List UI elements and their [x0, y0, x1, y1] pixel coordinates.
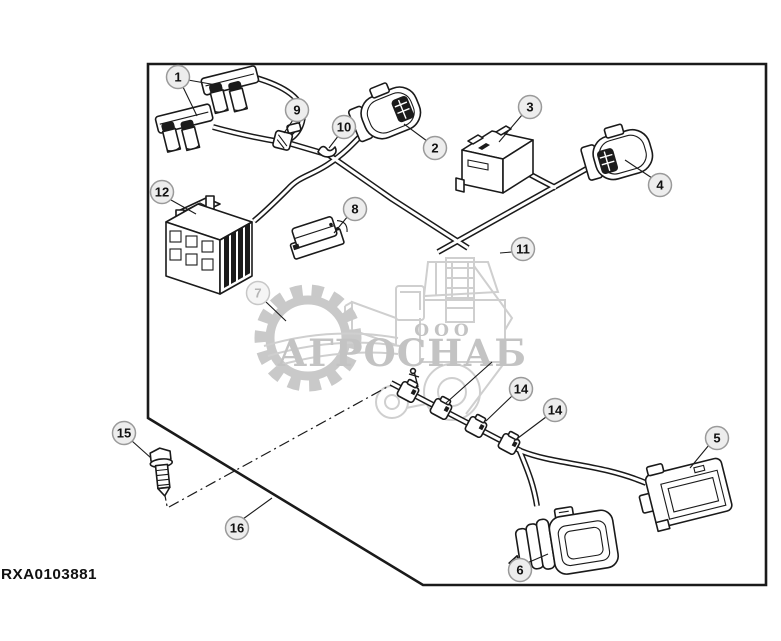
- part-15-screw: [149, 447, 174, 497]
- callout-3-label: 3: [526, 100, 533, 115]
- callout-11-label: 11: [516, 242, 530, 257]
- callout-2-label: 2: [431, 141, 438, 156]
- callout-15[interactable]: 15: [111, 420, 137, 446]
- watermark-company-name: АГРОСНАБ: [277, 331, 527, 375]
- callout-14a[interactable]: 14: [508, 376, 534, 402]
- callout-6-label: 6: [516, 563, 523, 578]
- callout-7-label: 7: [254, 286, 261, 301]
- part-6-connector: [508, 506, 619, 575]
- callout-6[interactable]: 6: [507, 557, 533, 583]
- part-14-clamp-3: [464, 413, 488, 439]
- callout-16[interactable]: 16: [224, 515, 250, 541]
- part-5-connector: [638, 457, 733, 533]
- watermark: ООО АГРОСНАБ: [254, 257, 527, 421]
- callout-8-label: 8: [351, 202, 358, 217]
- callout-14b-label: 14: [548, 403, 563, 418]
- part-4-connector: [580, 123, 654, 181]
- callout-14b[interactable]: 14: [542, 397, 568, 423]
- watermark-swoosh: [263, 332, 401, 367]
- leader-lines: [131, 79, 710, 564]
- callout-2[interactable]: 2: [422, 135, 448, 161]
- callout-14a-label: 14: [514, 382, 529, 397]
- watermark-ooo: ООО: [414, 321, 473, 341]
- callout-5-label: 5: [713, 431, 720, 446]
- callout-3[interactable]: 3: [517, 94, 543, 120]
- part-1-lamp-socket-lower: [154, 103, 214, 153]
- callout-7[interactable]: 7: [245, 280, 271, 306]
- callout-10[interactable]: 10: [331, 114, 357, 140]
- watermark-gear-icon: [254, 284, 362, 392]
- callout-8[interactable]: 8: [342, 196, 368, 222]
- part-14-clamp-2: [429, 395, 453, 421]
- part-12-connector: [165, 195, 253, 295]
- callout-4[interactable]: 4: [647, 172, 673, 198]
- callout-12-label: 12: [155, 185, 169, 200]
- callout-9[interactable]: 9: [284, 97, 310, 123]
- drawing-number: RXA0103881: [1, 566, 97, 583]
- callout-16-label: 16: [230, 521, 244, 536]
- callout-15-label: 15: [117, 426, 131, 441]
- callout-9-label: 9: [293, 103, 300, 118]
- part-10-clip: [317, 145, 337, 158]
- callout-11[interactable]: 11: [510, 236, 536, 262]
- diagram-border: [146, 62, 768, 587]
- part-3-relay: [455, 125, 534, 194]
- callout-1-label: 1: [174, 70, 181, 85]
- part-1-lamp-socket-upper: [200, 65, 260, 115]
- part-14-clamp-4: [497, 430, 521, 456]
- callout-12[interactable]: 12: [149, 179, 175, 205]
- callout-5[interactable]: 5: [704, 425, 730, 451]
- callout-10-label: 10: [337, 120, 351, 135]
- centerline: [168, 385, 390, 508]
- part-14-clamp-1: [396, 378, 420, 404]
- part-8-relay: [289, 216, 348, 260]
- callout-4-label: 4: [656, 178, 664, 193]
- harness-wires: [212, 74, 648, 507]
- callout-1[interactable]: 1: [165, 64, 191, 90]
